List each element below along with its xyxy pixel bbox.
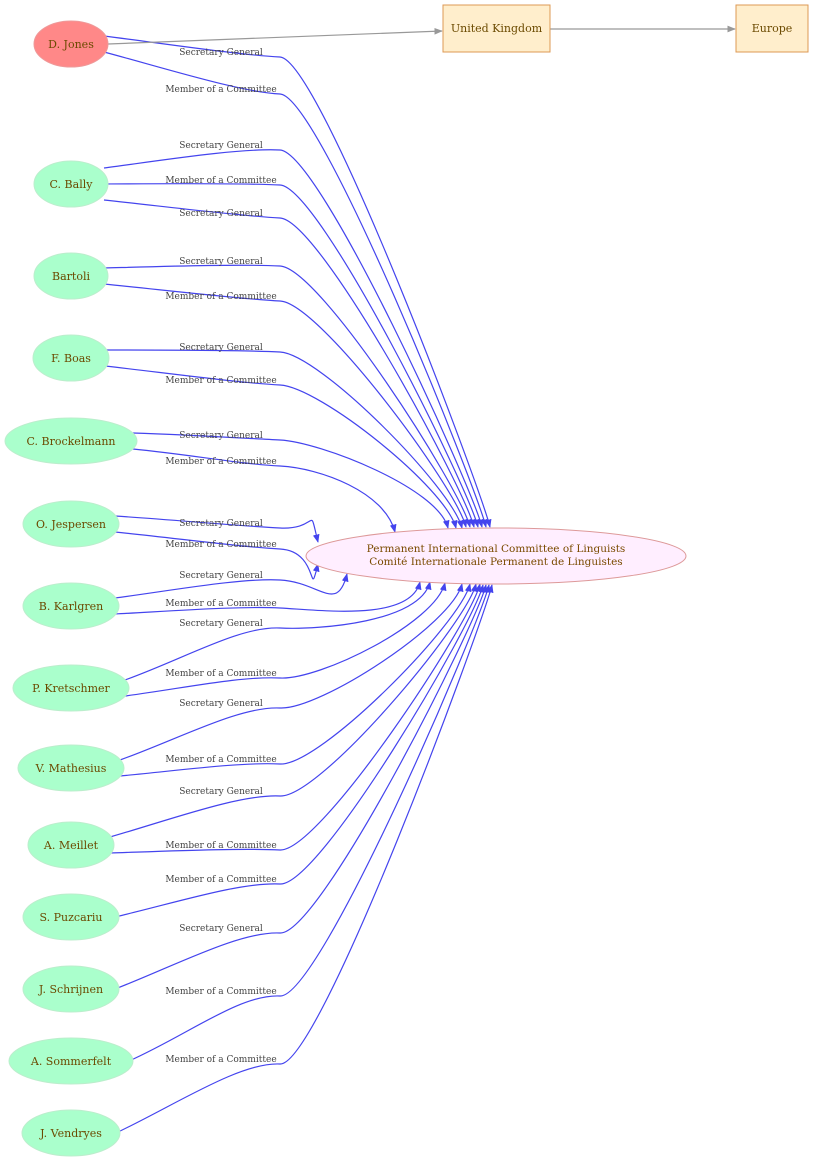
- edge-label-brockelmann-1: Member of a Committee: [165, 457, 276, 467]
- org-node[interactable]: Permanent International Committee of Lin…: [305, 527, 687, 585]
- person-label-bally: C. Bally: [50, 178, 94, 191]
- person-node-karlgren[interactable]: B. Karlgren: [22, 582, 120, 630]
- edge-boas-1: [104, 365, 458, 529]
- person-label-meillet: A. Meillet: [43, 839, 99, 852]
- edges-layer: [103, 25, 736, 1134]
- person-node-puzcariu[interactable]: S. Puzcariu: [22, 893, 120, 941]
- org-name-line2: Comité Internationale Permanent de Lingu…: [369, 556, 622, 568]
- person-label-mathesius: V. Mathesius: [35, 762, 107, 775]
- edge-label-mathesius-0: Secretary General: [179, 699, 263, 709]
- place-node-uk[interactable]: United Kingdom: [442, 4, 551, 53]
- person-node-vendryes[interactable]: J. Vendryes: [21, 1109, 121, 1157]
- edge-label-brockelmann-0: Secretary General: [179, 431, 263, 441]
- person-node-brockelmann[interactable]: C. Brockelmann: [4, 417, 138, 465]
- edge-label-bally-1: Member of a Committee: [165, 176, 276, 186]
- person-label-karlgren: B. Karlgren: [39, 600, 104, 613]
- edge-meillet-1: [109, 583, 482, 854]
- edge-mathesius-1: [119, 583, 472, 777]
- person-node-mathesius[interactable]: V. Mathesius: [17, 744, 125, 792]
- person-label-schrijnen: J. Schrijnen: [38, 983, 103, 996]
- edge-label-schrijnen-0: Secretary General: [179, 924, 263, 934]
- edge-jespersen-1: [114, 531, 320, 580]
- edge-label-vendryes-0: Member of a Committee: [165, 1055, 276, 1065]
- edge-label-sommerfelt-0: Member of a Committee: [165, 987, 276, 997]
- person-label-bartoli: Bartoli: [52, 270, 90, 283]
- person-node-jones[interactable]: D. Jones: [33, 20, 109, 68]
- edge-label-bartoli-1: Member of a Committee: [165, 292, 276, 302]
- person-label-kretschmer: P. Kretschmer: [32, 682, 110, 695]
- edge-sommerfelt-0: [128, 584, 491, 1062]
- person-label-sommerfelt: A. Sommerfelt: [30, 1055, 112, 1068]
- edge-bartoli-0: [103, 264, 472, 528]
- person-label-jespersen: O. Jespersen: [36, 518, 106, 531]
- edge-label-jespersen-1: Member of a Committee: [165, 540, 276, 550]
- edge-mathesius-0: [119, 583, 464, 761]
- nodes-layer: Permanent International Committee of Lin…: [4, 4, 809, 1157]
- place-label-uk: United Kingdom: [451, 22, 543, 35]
- edge-puzcariu-0: [114, 584, 485, 918]
- edge-label-bally-2: Secretary General: [179, 209, 263, 219]
- person-label-jones: D. Jones: [48, 38, 94, 51]
- edge-label-mathesius-1: Member of a Committee: [165, 755, 276, 765]
- person-node-bally[interactable]: C. Bally: [33, 160, 109, 208]
- edge-schrijnen-0: [114, 584, 488, 990]
- person-node-schrijnen[interactable]: J. Schrijnen: [22, 965, 120, 1013]
- place-label-europe: Europe: [752, 22, 793, 35]
- edge-jespersen-0: [114, 515, 320, 543]
- edge-label-jones-1: Member of a Committee: [165, 85, 276, 95]
- person-node-kretschmer[interactable]: P. Kretschmer: [12, 664, 130, 712]
- person-label-vendryes: J. Vendryes: [39, 1127, 102, 1140]
- edge-label-meillet-1: Member of a Committee: [165, 841, 276, 851]
- edge-label-boas-0: Secretary General: [179, 343, 263, 353]
- edge-label-kretschmer-0: Secretary General: [179, 619, 263, 629]
- person-node-sommerfelt[interactable]: A. Sommerfelt: [8, 1037, 134, 1085]
- edge-vendryes-0: [115, 584, 494, 1134]
- edge-label-boas-1: Member of a Committee: [165, 376, 276, 386]
- edge-kretschmer-0: [124, 581, 432, 681]
- edge-bartoli-1: [103, 283, 468, 528]
- edge-bally-1: [103, 182, 480, 528]
- edge-jones-1: [103, 51, 488, 528]
- edge-kretschmer-1: [124, 582, 447, 697]
- person-node-meillet[interactable]: A. Meillet: [27, 821, 115, 869]
- edge-bally-0: [103, 149, 484, 528]
- edge-jones-0: [103, 35, 492, 528]
- edge-label-karlgren-0: Secretary General: [179, 571, 263, 581]
- edge-label-puzcariu-0: Member of a Committee: [165, 875, 276, 885]
- person-node-jespersen[interactable]: O. Jespersen: [22, 500, 120, 548]
- edge-karlgren-1: [114, 581, 422, 615]
- person-node-boas[interactable]: F. Boas: [32, 334, 110, 382]
- edge-boas-0: [104, 349, 464, 529]
- edge-label-karlgren-1: Member of a Committee: [165, 599, 276, 609]
- person-label-brockelmann: C. Brockelmann: [27, 435, 116, 448]
- edge-label-jespersen-0: Secretary General: [179, 519, 263, 529]
- edge-brockelmann-1: [132, 448, 397, 533]
- person-label-puzcariu: S. Puzcariu: [40, 911, 103, 924]
- edge-label-jones-0: Secretary General: [179, 48, 263, 58]
- edge-label-meillet-0: Secretary General: [179, 787, 263, 797]
- person-node-bartoli[interactable]: Bartoli: [33, 252, 109, 300]
- edge-meillet-0: [109, 583, 478, 838]
- edge-bally-2: [103, 199, 476, 528]
- edge-label-bally-0: Secretary General: [179, 141, 263, 151]
- edge-label-kretschmer-1: Member of a Committee: [165, 669, 276, 679]
- org-name-line1: Permanent International Committee of Lin…: [367, 543, 626, 555]
- edge-label-bartoli-0: Secretary General: [179, 257, 263, 267]
- edge-brockelmann-0: [132, 432, 450, 529]
- place-node-europe[interactable]: Europe: [735, 4, 809, 53]
- edge-karlgren-0: [114, 573, 349, 599]
- geo-edge-jones-uk: [107, 27, 443, 45]
- person-label-boas: F. Boas: [51, 352, 91, 365]
